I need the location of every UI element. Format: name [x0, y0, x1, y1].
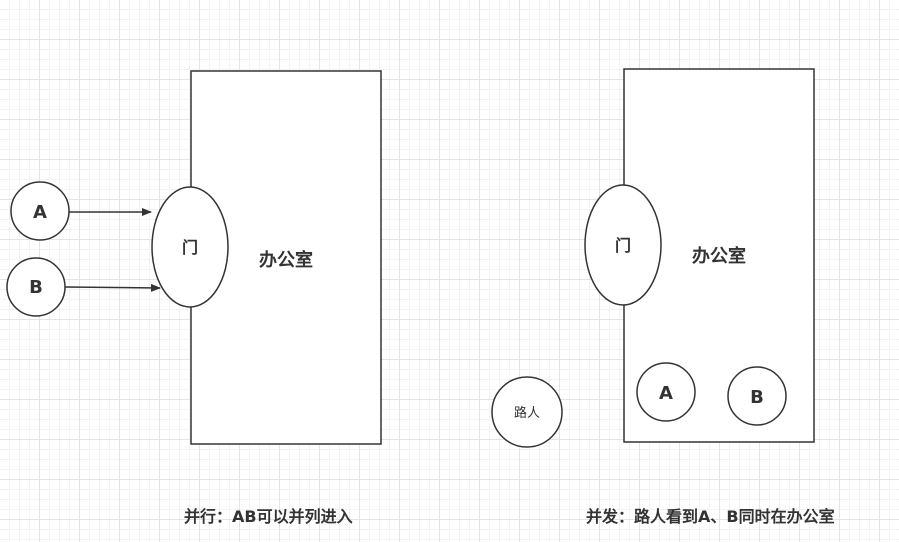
node-b-right [727, 366, 787, 426]
node-a-left [10, 181, 70, 241]
parallel-diagram: 门 办公室 A B [6, 70, 382, 445]
concurrent-diagram: 门 办公室 A B 路人 [491, 68, 815, 448]
node-a-left-label: A [33, 202, 47, 223]
office-label-right: 办公室 [692, 245, 746, 267]
node-b-right-label: B [750, 387, 764, 408]
door-label-left: 门 [182, 238, 198, 257]
passerby-node [491, 376, 563, 448]
door-label-right: 门 [615, 236, 631, 255]
door-ellipse-right [584, 184, 662, 306]
office-label-left: 办公室 [259, 249, 313, 271]
caption-parallel: 并行：AB可以并列进入 [184, 507, 353, 526]
passerby-label: 路人 [514, 405, 540, 421]
caption-concurrent: 并发：路人看到A、B同时在办公室 [586, 507, 835, 526]
arrow-b-to-door [64, 283, 161, 292]
node-a-right [636, 362, 696, 422]
node-b-left-label: B [29, 277, 43, 298]
node-a-right-label: A [659, 383, 673, 404]
door-ellipse-left [151, 186, 229, 308]
